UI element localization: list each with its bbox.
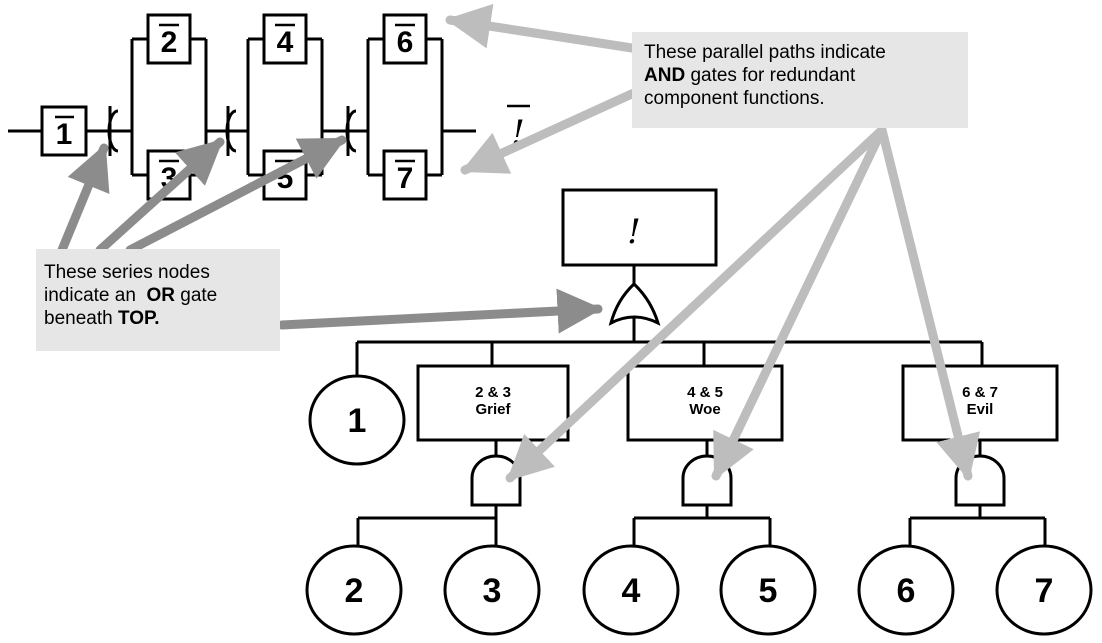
or-arrow-to-node-3 (125, 135, 347, 255)
or-callout-top-bold: TOP. (117, 308, 160, 329)
rbd-block-4 (262, 13, 308, 65)
or-arrow-to-or-gate (277, 288, 603, 334)
or-callout-line-2-post: gate (174, 285, 218, 306)
rbd-label-7: 7 (397, 162, 414, 195)
basic-event-1 (308, 374, 406, 466)
basic-event-label-6: 6 (897, 572, 916, 610)
or-callout-line-2-pre: indicate an (44, 285, 147, 306)
or-arrow-to-node-1 (57, 143, 110, 255)
or-callout-line-1: These series nodes (44, 262, 210, 283)
event-box-woe (626, 364, 784, 442)
rbd-label-6: 6 (397, 26, 414, 59)
series-node-markers (107, 106, 357, 156)
basic-event-label-2: 2 (345, 572, 364, 610)
and-gates-callout: These parallel paths indicate AND gates … (632, 32, 968, 128)
event-woe-line2: Woe (689, 401, 720, 418)
basic-event-label-1: 1 (348, 402, 367, 440)
and-arrow-to-grief-gate (505, 125, 887, 483)
event-woe-line1: 4 & 5 (687, 384, 723, 401)
and-callout-line-3: component functions. (644, 88, 825, 109)
rbd-block-7 (382, 149, 428, 201)
basic-event-label-4: 4 (622, 572, 641, 610)
basic-event-4 (582, 544, 680, 636)
event-box-evil (901, 364, 1059, 442)
and-arrow-to-woe-gate (711, 125, 887, 481)
event-grief-line2: Grief (475, 401, 511, 418)
reliability-block-diagram (8, 37, 476, 177)
rbd-label-4: 4 (277, 26, 294, 59)
and-callout-line-1: These parallel paths indicate (644, 42, 886, 63)
and-arrow-to-7 (460, 87, 641, 175)
basic-event-7 (995, 544, 1093, 636)
or-callout-line-3-pre: beneath (44, 308, 118, 329)
or-callout-line-3: beneath TOP. (44, 307, 280, 330)
and-gate-arrows (445, 3, 981, 483)
event-box-grief (416, 364, 570, 442)
basic-event-label-3: 3 (483, 572, 502, 610)
or-callout-bold: OR (146, 285, 175, 306)
and-callout-bold: AND (644, 65, 686, 86)
and-callout-line-2: AND gates for redundant (644, 64, 968, 87)
and-arrow-to-6 (445, 3, 637, 53)
basic-event-6 (857, 544, 955, 636)
and-callout-line-2-rest: gates for redundant (685, 65, 856, 86)
or-arrow-to-node-2 (95, 137, 225, 255)
basic-event-5 (719, 544, 817, 636)
event-box-labels: 2 & 3 Grief 4 & 5 Woe 6 & 7 Evil (475, 384, 998, 418)
top-event-label: ! (627, 212, 641, 252)
or-callout-line-2: indicate an OR gate (44, 284, 280, 307)
basic-event-3 (443, 544, 541, 636)
or-gate-callout: These series nodes indicate an OR gate b… (36, 249, 280, 351)
rbd-block-labels: 1 2 3 4 5 6 7 (56, 26, 414, 195)
basic-event-label-7: 7 (1035, 572, 1054, 610)
rbd-block-6 (382, 13, 428, 65)
event-evil-line1: 6 & 7 (962, 384, 998, 401)
basic-event-label-5: 5 (759, 572, 778, 610)
rbd-block-2 (146, 13, 192, 65)
basic-event-labels: 1 2 3 4 5 6 7 (345, 402, 1054, 610)
or-gate (608, 281, 661, 326)
or-gate-arrows (57, 135, 603, 334)
event-evil-line2: Evil (967, 401, 994, 418)
event-grief-line1: 2 & 3 (475, 384, 511, 401)
basic-event-2 (305, 544, 403, 636)
rbd-label-1: 1 (56, 118, 73, 151)
top-event-box (561, 188, 718, 267)
rbd-label-2: 2 (161, 26, 178, 59)
and-arrow-to-evil-gate (877, 125, 981, 481)
fault-tree (305, 188, 1093, 636)
